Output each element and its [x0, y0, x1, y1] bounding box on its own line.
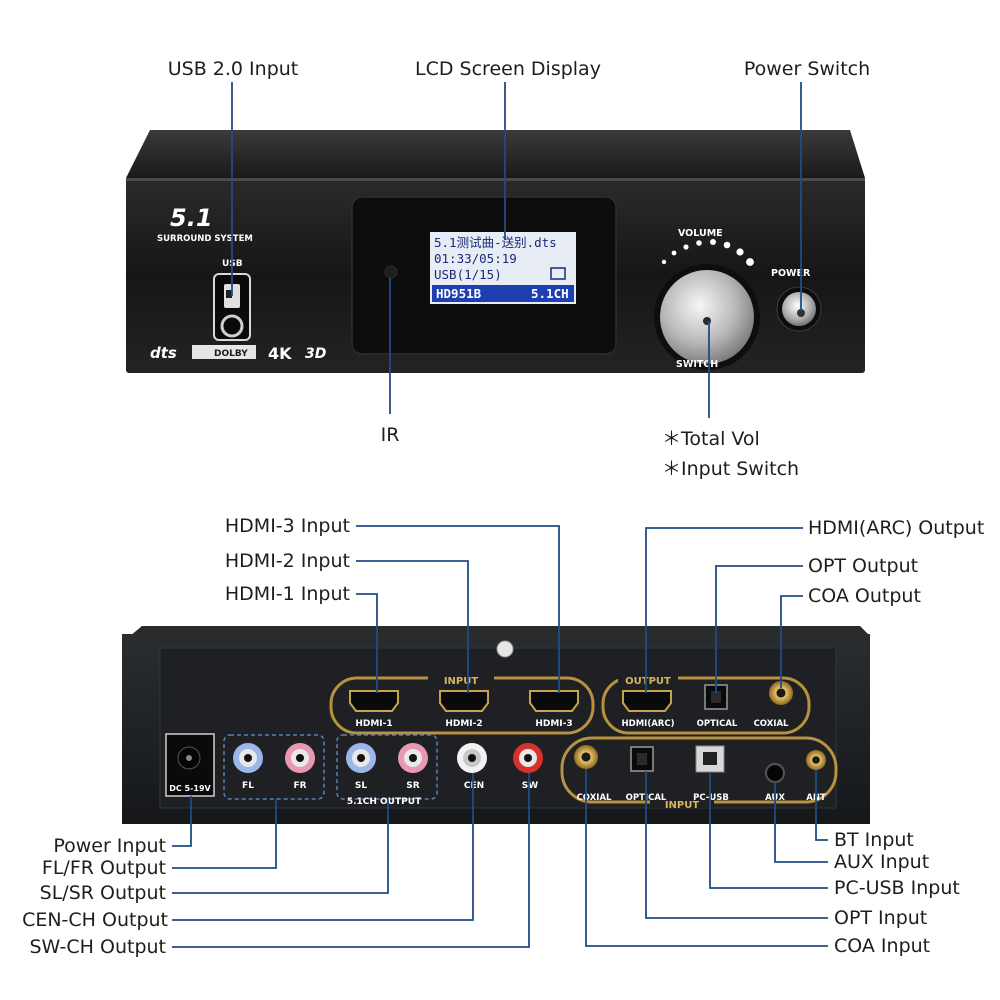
ir-sensor [384, 265, 398, 279]
front-unit: 5.1 SURROUND SYSTEM USB dts DOLBY 4K 3D … [126, 130, 865, 373]
switch-label: SWITCH [676, 359, 718, 370]
lcd-display-callout: LCD Screen Display [415, 58, 601, 80]
hdmi3-callout: HDMI-3 Input [225, 515, 350, 537]
output-plate [601, 676, 811, 735]
rca-cen-jack[interactable]: CEN [457, 743, 487, 791]
coaxial-input-port[interactable]: COXIAL [574, 745, 612, 803]
hdmi-2-port[interactable]: HDMI-2 [439, 690, 489, 729]
lcd-channels: 5.1CH [531, 286, 569, 301]
hdmi-3-port[interactable]: HDMI-3 [529, 690, 579, 729]
power-input-callout: Power Input [53, 835, 166, 857]
flfr-group [223, 734, 325, 800]
rca-sw-label: SW [522, 781, 538, 791]
pc-usb-label: PC-USB [693, 793, 729, 803]
rca-fl-label: FL [242, 781, 254, 791]
hdmi-1-label: HDMI-1 [355, 719, 392, 729]
hdmi-3-label: HDMI-3 [535, 719, 572, 729]
aux-callout: AUX Input [834, 851, 929, 873]
logo-4k: 4K [268, 344, 292, 363]
rca-fr-jack[interactable]: FR [285, 743, 315, 791]
opt-output-callout: OPT Output [808, 555, 918, 577]
power-button[interactable] [782, 292, 816, 326]
rca-fl-jack[interactable]: FL [233, 743, 263, 791]
rca-sr-label: SR [406, 781, 419, 791]
lcd-line-1: 5.1测试曲-送别.dts [434, 235, 557, 250]
dc-label: DC 5-19V [169, 784, 211, 793]
lcd-line-3: USB(1/15) [434, 267, 502, 282]
lcd-model: HD951B [436, 286, 482, 301]
rca-cen-label: CEN [464, 781, 484, 791]
hdmi2-callout: HDMI-2 Input [225, 550, 350, 572]
chassis-screw [496, 640, 514, 658]
input-switch-callout: ＊Input Switch [662, 458, 799, 480]
dts-logo: dts [150, 344, 177, 362]
coa-input-callout: COA Input [834, 935, 930, 957]
rear-unit: INPUT HDMI-1 HDMI-2 HDMI-3 OUTPUT HDMI(A… [122, 626, 870, 824]
hdmi-arc-port[interactable]: HDMI(ARC) [622, 690, 675, 729]
flfr-callout: FL/FR Output [42, 857, 166, 879]
power-label: POWER [771, 268, 811, 279]
coaxial-output-label: COXIAL [754, 719, 789, 729]
slsr-group [336, 734, 438, 800]
lcd-screen: 5.1测试曲-送别.dts 01:33/05:19 USB(1/15) HD95… [430, 232, 576, 304]
hdmi-arc-callout: HDMI(ARC) Output [808, 517, 984, 539]
coaxial-input-label: COXIAL [577, 793, 612, 803]
rear-callouts: HDMI-3 Input HDMI-2 Input HDMI-1 Input H… [22, 515, 984, 958]
power-switch-callout: Power Switch [744, 58, 870, 80]
input-row-group-label: INPUT [665, 800, 700, 811]
pcusb-callout: PC-USB Input [834, 877, 960, 899]
bt-callout: BT Input [834, 829, 914, 851]
front-callouts: USB 2.0 Input LCD Screen Display Power S… [168, 58, 870, 480]
optical-output-label: OPTICAL [697, 719, 738, 729]
hdmi1-callout: HDMI-1 Input [225, 583, 350, 605]
ch-output-label: 5.1CH OUTPUT [347, 797, 422, 807]
dolby-logo: DOLBY [214, 349, 248, 359]
pc-usb-port[interactable]: PC-USB [693, 745, 729, 803]
volume-dots [661, 239, 754, 266]
hdmi-1-port[interactable]: HDMI-1 [349, 690, 399, 729]
slsr-callout: SL/SR Output [40, 882, 166, 904]
total-vol-callout: ＊Total Vol [662, 428, 760, 450]
usb-icon [550, 267, 566, 280]
logo-3d: 3D [305, 346, 326, 362]
dc-power-jack[interactable]: DC 5-19V [165, 733, 215, 797]
ir-callout: IR [381, 424, 400, 446]
hdmi-arc-label: HDMI(ARC) [622, 719, 675, 729]
usb-input-callout: USB 2.0 Input [168, 58, 299, 80]
cen-callout: CEN-CH Output [22, 909, 168, 931]
rca-sw-jack[interactable]: SW [513, 743, 543, 791]
brand-mark: 5.1 [170, 204, 213, 232]
hdmi-input-group-label: INPUT [444, 676, 479, 687]
sw-callout: SW-CH Output [29, 936, 166, 958]
opt-input-callout: OPT Input [834, 907, 927, 929]
rca-sr-jack[interactable]: SR [398, 743, 428, 791]
rca-fr-label: FR [293, 781, 306, 791]
rca-sl-jack[interactable]: SL [346, 743, 376, 791]
brand-logo: 5.1 SURROUND SYSTEM [157, 204, 253, 244]
coaxial-output-port[interactable]: COXIAL [754, 681, 793, 729]
volume-label: VOLUME [678, 228, 723, 239]
coa-output-callout: COA Output [808, 585, 921, 607]
hdmi-2-label: HDMI-2 [445, 719, 482, 729]
rca-sl-label: SL [355, 781, 367, 791]
brand-text: SURROUND SYSTEM [157, 234, 253, 244]
output-group-label: OUTPUT [625, 676, 671, 687]
format-logos: dts DOLBY 4K 3D [150, 344, 326, 363]
lcd-line-2: 01:33/05:19 [434, 251, 517, 266]
